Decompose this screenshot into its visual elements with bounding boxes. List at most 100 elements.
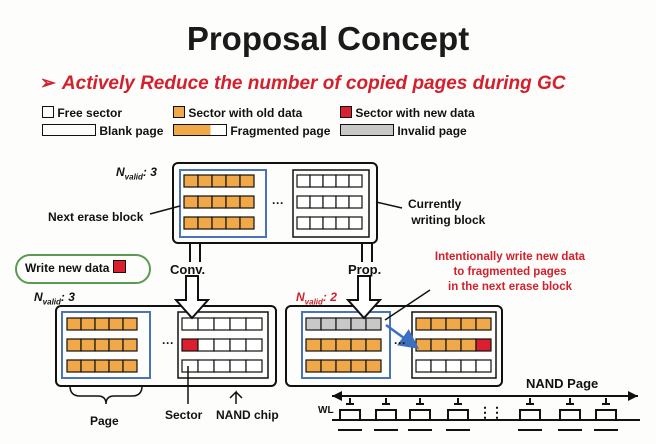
write-new-data-label: Write new data xyxy=(25,260,126,275)
write-new-data-pill xyxy=(15,254,151,284)
sector-cell xyxy=(296,174,311,188)
conv-writing-outline xyxy=(177,311,269,379)
sector-cell xyxy=(348,195,363,209)
top-next-erase-outline xyxy=(179,169,267,238)
transistor-symbol xyxy=(594,398,618,431)
sector-cell xyxy=(460,338,477,352)
sector-cell xyxy=(350,338,367,352)
sector-cell xyxy=(225,216,241,230)
sector-cell xyxy=(335,359,352,373)
nand-dots-2: ⋮ xyxy=(490,404,504,420)
top-writing-outline xyxy=(292,169,370,238)
transistor-symbol xyxy=(558,398,582,431)
sector-cell xyxy=(322,174,337,188)
sector-cell xyxy=(475,338,492,352)
sector-cell xyxy=(122,338,138,352)
annotation-pointer xyxy=(384,289,431,321)
sector-cell xyxy=(320,317,337,331)
sector-cell xyxy=(211,174,227,188)
sector-cell xyxy=(213,338,231,352)
sector-cell xyxy=(108,317,124,331)
wl-label: WL xyxy=(318,405,334,416)
sector-cell xyxy=(108,338,124,352)
sector-cell xyxy=(181,317,199,331)
sector-cell xyxy=(475,359,492,373)
transistor-symbol xyxy=(518,398,542,431)
legend-blank-page-label: Blank page xyxy=(99,124,164,138)
legend-invalid-page: Invalid page xyxy=(340,124,467,138)
nand-chip-label: NAND chip xyxy=(216,408,279,422)
sector-label: Sector xyxy=(165,408,203,422)
legend-fragmented-page-label: Fragmented page xyxy=(230,124,331,138)
sector-cell xyxy=(239,216,255,230)
conv-connector xyxy=(189,242,201,262)
sector-cell xyxy=(94,359,110,373)
sector-cell xyxy=(239,174,255,188)
transistor-symbol xyxy=(446,398,470,431)
sector-cell xyxy=(213,317,231,331)
sector-cell xyxy=(475,317,492,331)
sector-cell xyxy=(122,359,138,373)
sector-cell xyxy=(225,195,241,209)
sector-cell xyxy=(296,216,311,230)
move-arrow xyxy=(385,323,420,349)
sector-cell xyxy=(94,338,110,352)
prop-nvalid-label: Nvalid: 2 xyxy=(296,290,337,307)
sector-cell xyxy=(239,195,255,209)
sector-cell xyxy=(309,174,324,188)
sector-cell xyxy=(460,359,477,373)
sector-cell xyxy=(305,317,322,331)
legend-old-sector: Sector with old data xyxy=(173,106,302,120)
sector-cell xyxy=(225,174,241,188)
sector-cell xyxy=(181,359,199,373)
prop-block xyxy=(285,305,503,387)
next-erase-block-label: Next erase block xyxy=(48,210,144,224)
prop-ellipsis: ··· xyxy=(394,336,406,350)
sector-cell xyxy=(108,359,124,373)
legend-new-sector-label: Sector with new data xyxy=(355,106,475,120)
prop-connector xyxy=(361,242,373,262)
sector-cell xyxy=(80,317,96,331)
sector-cell xyxy=(320,338,337,352)
sector-cell xyxy=(350,317,367,331)
sector-cell xyxy=(335,216,350,230)
sector-cell xyxy=(183,174,199,188)
sector-cell xyxy=(445,338,462,352)
sector-cell xyxy=(430,317,447,331)
sector-cell xyxy=(320,359,337,373)
top-nvalid-label: Nvalid: 3 xyxy=(116,165,157,182)
sector-cell xyxy=(229,317,247,331)
subtitle-text: Actively Reduce the number of copied pag… xyxy=(61,73,566,94)
slide-title: Proposal Concept xyxy=(186,20,470,57)
prop-label: Prop. xyxy=(348,262,382,277)
sector-cell xyxy=(415,317,432,331)
conv-arrow xyxy=(173,275,211,320)
conv-nvalid-label: Nvalid: 3 xyxy=(34,290,75,307)
sector-cell xyxy=(296,195,311,209)
sector-cell xyxy=(460,317,477,331)
sector-cell xyxy=(183,216,199,230)
sector-cell xyxy=(197,174,213,188)
sector-cell xyxy=(335,195,350,209)
sector-cell xyxy=(322,216,337,230)
legend-fragmented-page: Fragmented page xyxy=(173,124,330,138)
slide-subtitle: ➢Actively Reduce the number of copied pa… xyxy=(40,72,566,95)
legend-blank-page: Blank page xyxy=(42,124,163,138)
sector-cell xyxy=(122,317,138,331)
sector-cell xyxy=(197,317,215,331)
sector-cell xyxy=(80,359,96,373)
old-sector-swatch xyxy=(173,106,185,118)
sector-cell xyxy=(229,338,247,352)
sector-cell xyxy=(309,216,324,230)
sector-cell xyxy=(181,338,199,352)
sector-cell xyxy=(211,195,227,209)
sector-cell xyxy=(245,338,263,352)
page-label: Page xyxy=(90,414,119,428)
conv-next-erase-outline xyxy=(61,311,151,379)
sector-cell xyxy=(66,359,82,373)
sector-cell xyxy=(66,338,82,352)
new-sector-swatch xyxy=(340,106,352,118)
sector-cell xyxy=(322,195,337,209)
